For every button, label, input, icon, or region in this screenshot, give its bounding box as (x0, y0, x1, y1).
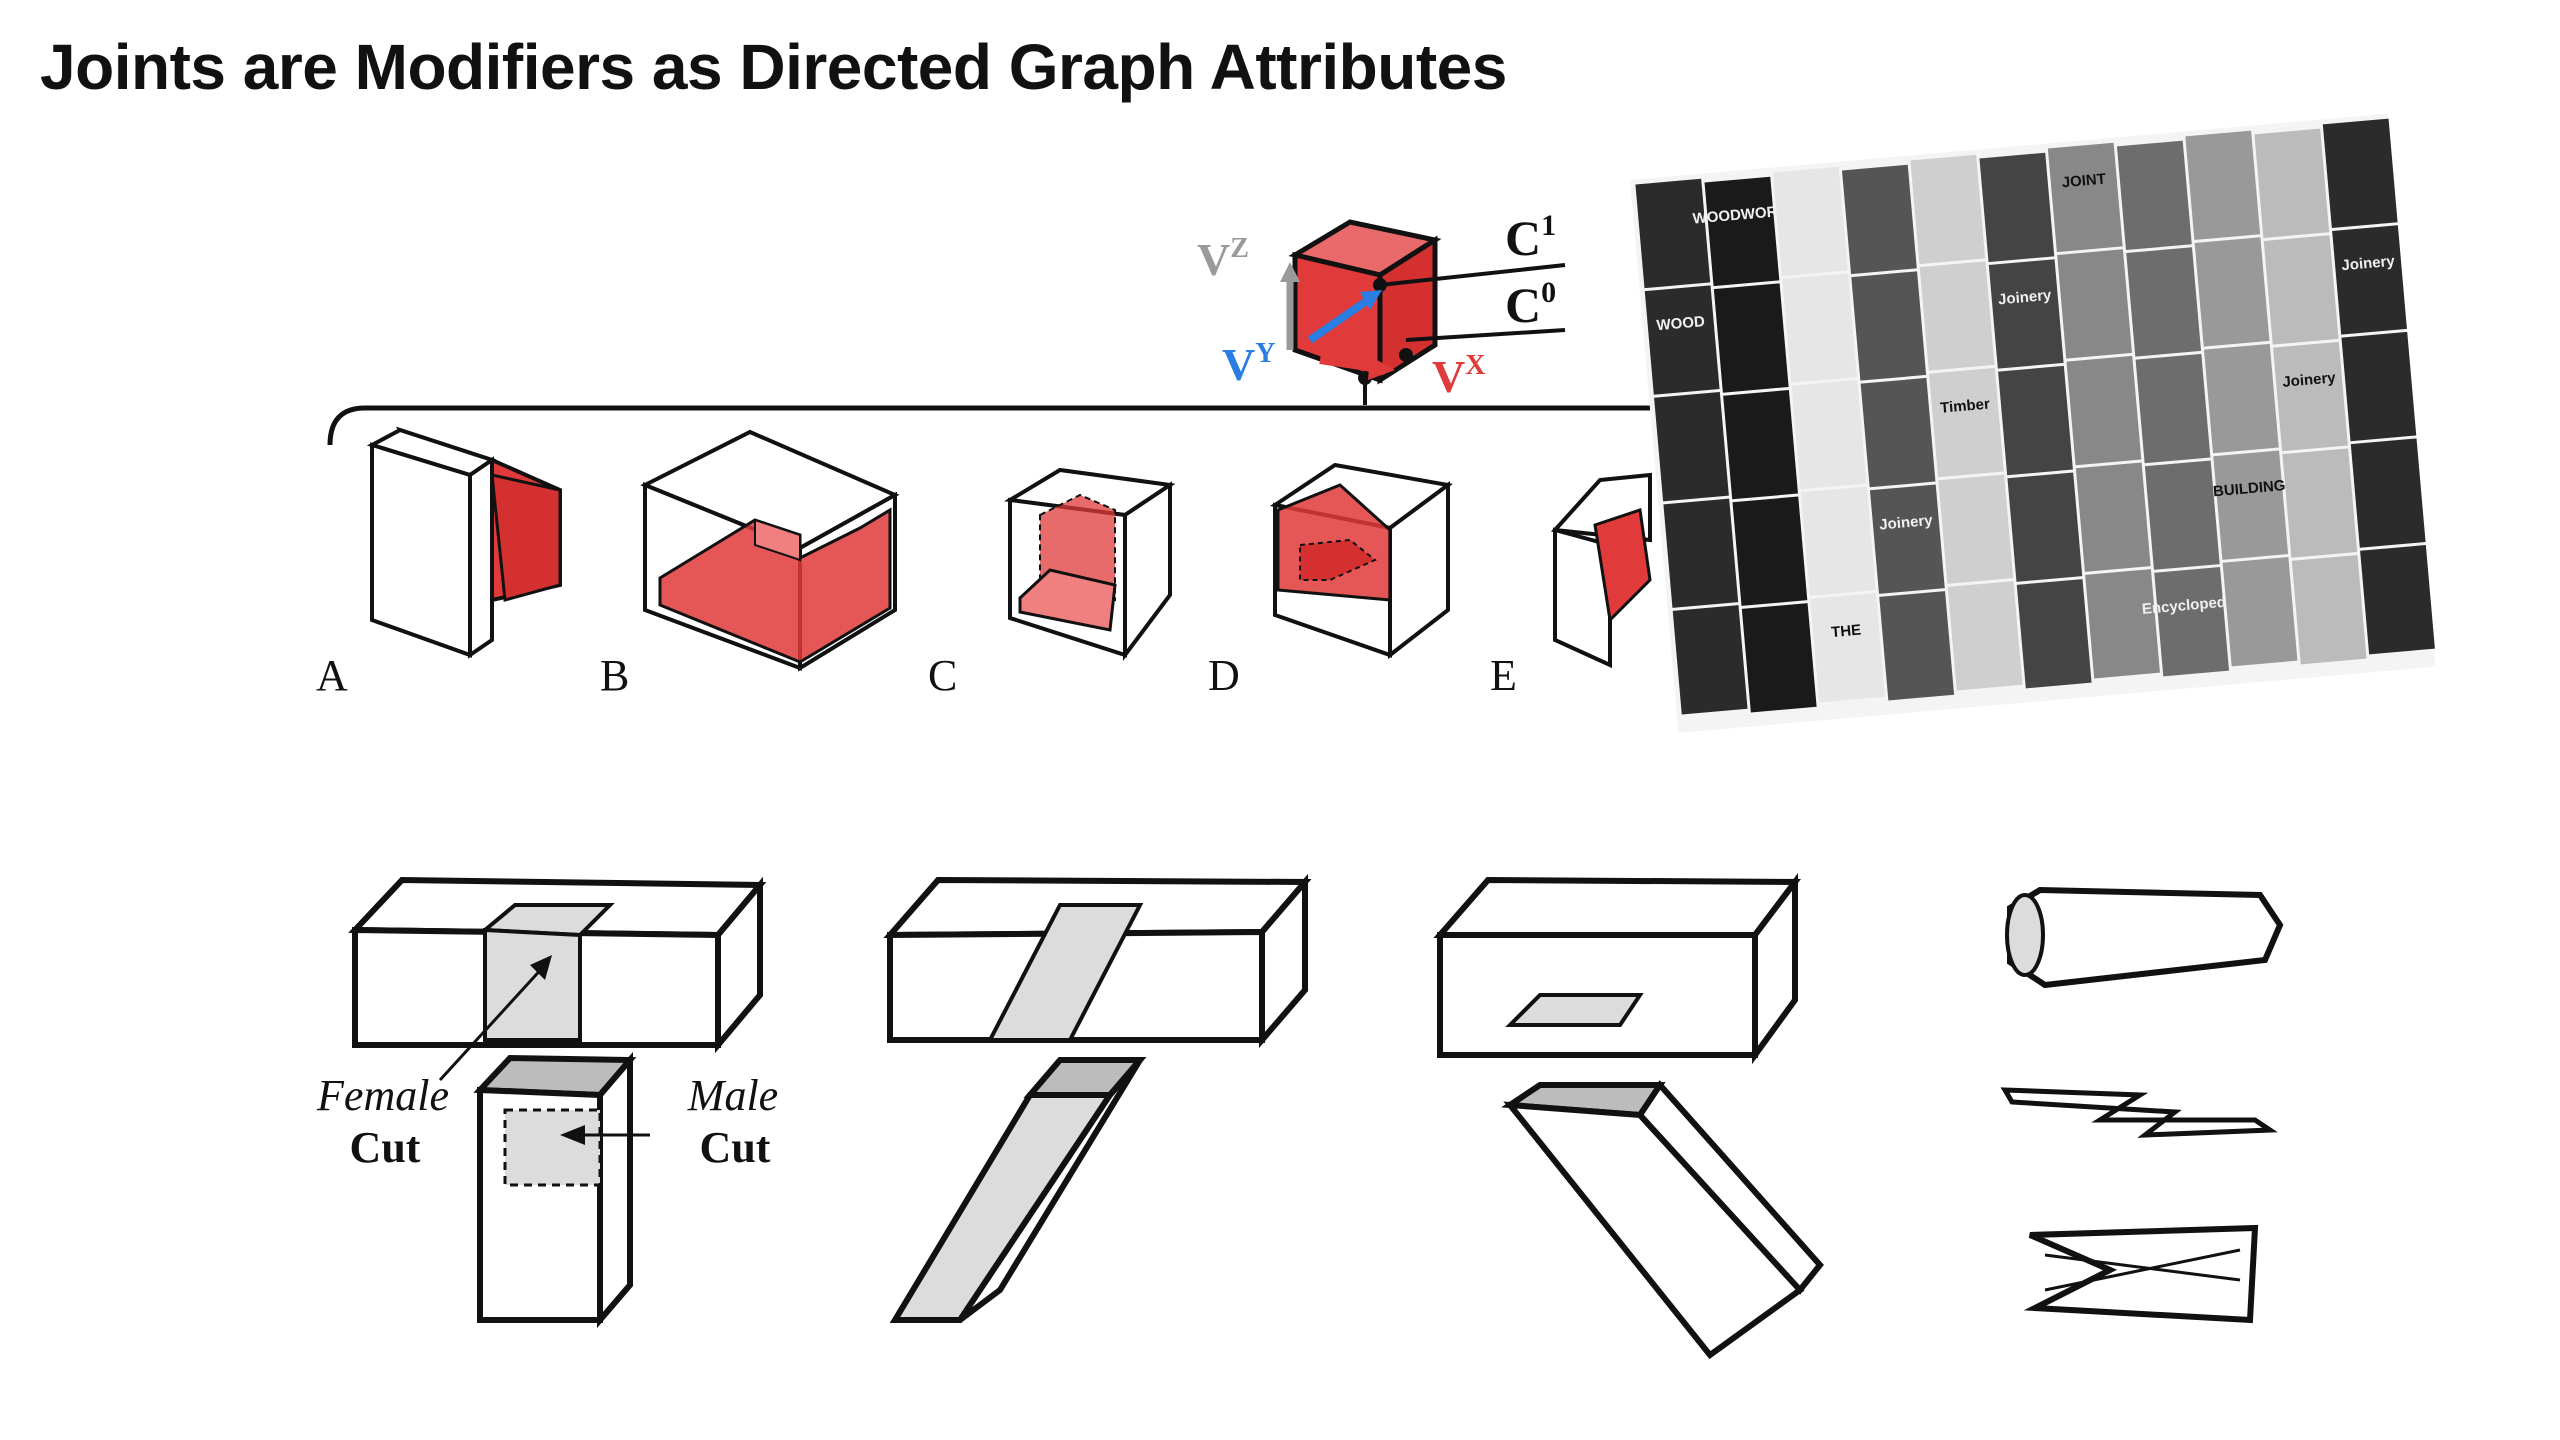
joint-b-drawing (640, 429, 900, 672)
male-cut-label: Male Cut (687, 1071, 782, 1172)
joint-label-d: D (1208, 651, 1240, 700)
joint-label-a: A (316, 651, 348, 700)
sketch-oblique-tenon (1433, 873, 1824, 1360)
slide-title: Joints are Modifiers as Directed Graph A… (40, 31, 1507, 103)
axis-cube (1280, 219, 1566, 405)
sketch-housed-joint (348, 876, 767, 1329)
female-cut-label: Female Cut (316, 1071, 453, 1172)
vx-label: VX (1432, 350, 1485, 402)
joint-label-b: B (600, 651, 629, 700)
joint-label-e: E (1490, 651, 1517, 700)
sketch-angled-joint (883, 873, 1312, 1323)
joint-c-drawing (1004, 467, 1176, 661)
sketch-dowel (2005, 886, 2284, 989)
joint-a-drawing (366, 426, 562, 659)
joint-label-c: C (928, 651, 957, 700)
c0-label: C0 (1505, 276, 1556, 333)
vz-label: VZ (1197, 233, 1249, 285)
joint-d-drawing (1269, 462, 1453, 660)
c1-label: C1 (1505, 209, 1556, 266)
vy-label: VY (1222, 338, 1275, 390)
sketch-spline (2000, 1087, 2278, 1138)
sketch-butterfly-key (2023, 1224, 2259, 1324)
graph-bracket (327, 405, 1650, 446)
